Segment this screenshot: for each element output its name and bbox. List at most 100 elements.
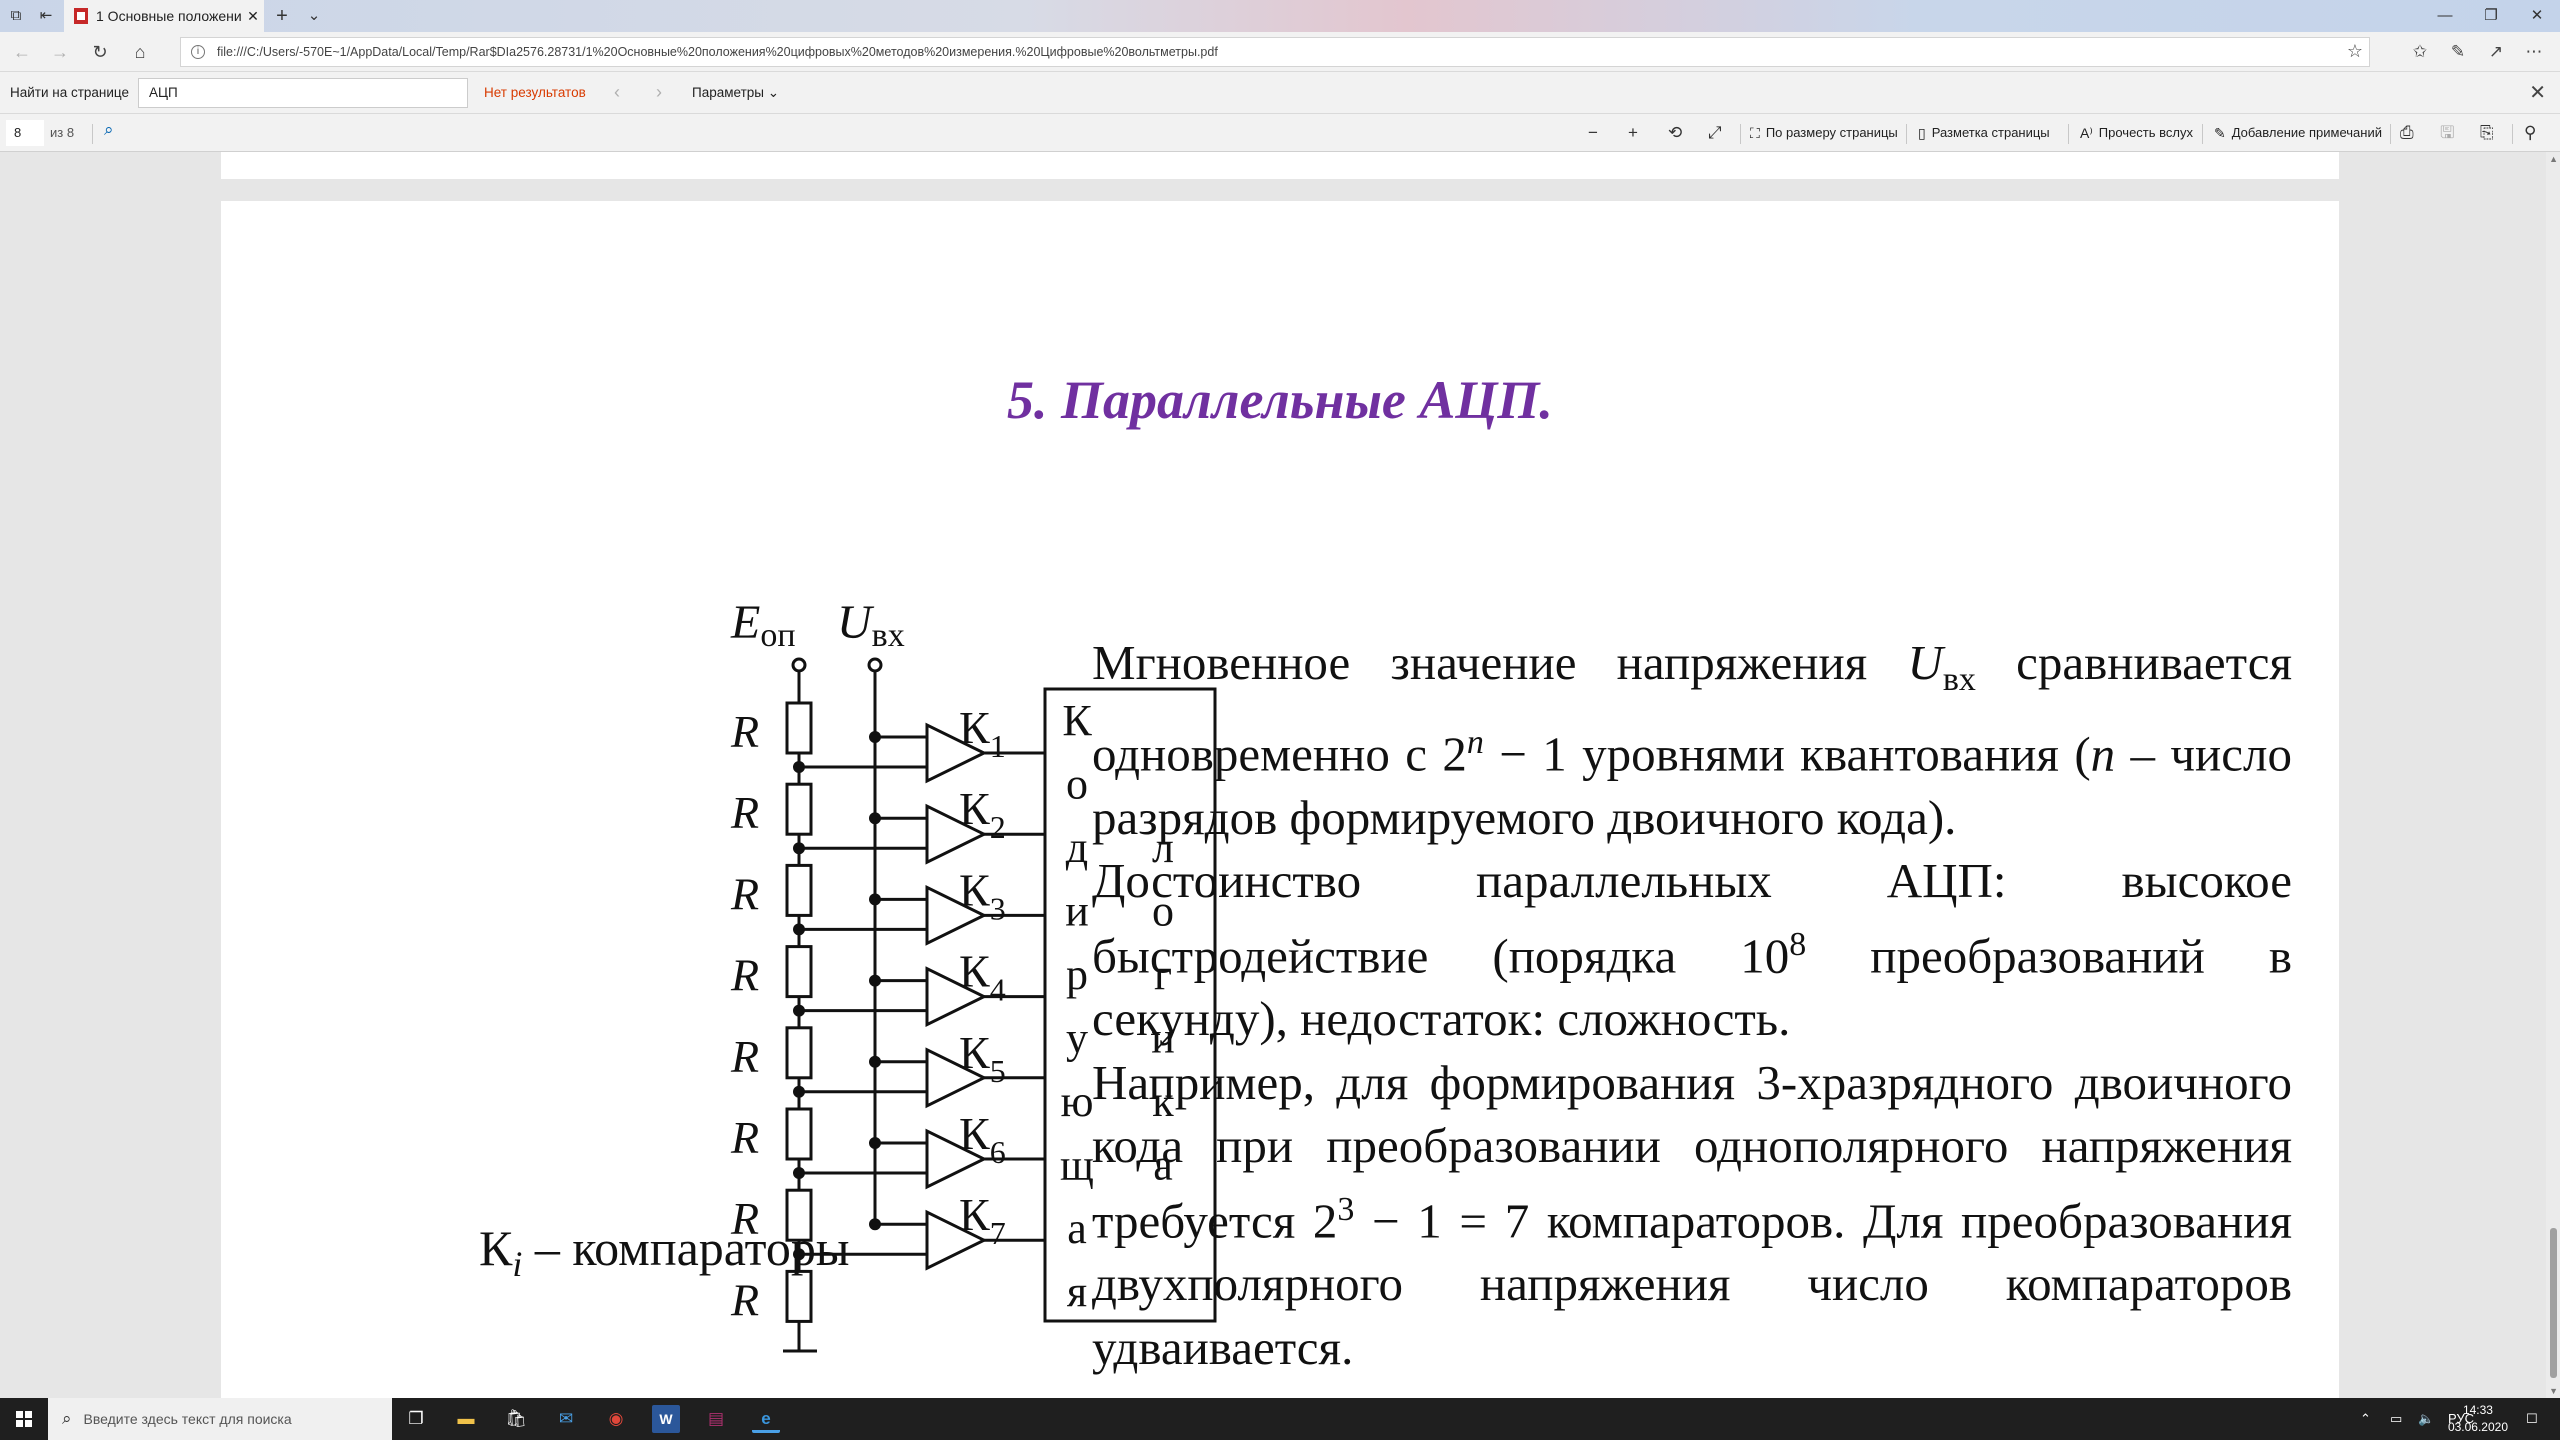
language-indicator[interactable]: РУС (2448, 1411, 2475, 1426)
logic-letter: щ (1060, 1141, 1094, 1190)
clock-time: 14:33 (2462, 1403, 2493, 1417)
resistor (785, 1026, 813, 1080)
find-label: Найти на странице (10, 85, 130, 100)
home-button[interactable]: ⌂ (134, 42, 146, 62)
scroll-down-icon[interactable]: ▼ (2549, 1386, 2558, 1396)
store-icon[interactable]: 🛍 (505, 1409, 527, 1428)
page-number-input[interactable]: 8 (6, 120, 44, 146)
add-notes-label: Добавление примечаний (2231, 125, 2382, 140)
scroll-up-icon[interactable]: ▲ (2549, 154, 2558, 164)
favorite-star-icon[interactable]: ☆ (2346, 41, 2363, 61)
scroll-thumb[interactable] (2550, 1228, 2557, 1378)
resistor-label: R (730, 950, 759, 1001)
add-notes-button[interactable]: ✎ Добавление примечаний (2214, 121, 2382, 145)
resistor (785, 701, 813, 755)
notifications-icon[interactable]: ☐ (2526, 1411, 2538, 1426)
page-layout-button[interactable]: ▯ Разметка страницы (1918, 121, 2050, 145)
set-aside-tabs-icon[interactable]: ⇤ (39, 7, 53, 24)
info-icon[interactable]: i (191, 45, 205, 59)
pdf-icon (74, 8, 88, 24)
find-close-icon[interactable]: ✕ (2529, 82, 2546, 104)
find-input[interactable]: АЦП (138, 78, 468, 108)
logic-letter: я (1067, 1268, 1087, 1317)
save-as-icon[interactable]: ⎘ (2480, 123, 2494, 142)
vertical-scrollbar[interactable]: ▲ ▼ (2546, 152, 2560, 1398)
tab-close-icon[interactable]: ✕ (247, 7, 259, 24)
find-prev-icon[interactable]: ‹ (614, 82, 620, 102)
zoom-in-icon[interactable]: + (1628, 123, 1638, 142)
winrar-icon[interactable]: ▤ (707, 1409, 725, 1428)
logic-letter: а (1067, 1204, 1087, 1253)
print-icon[interactable]: ⎙ (2400, 123, 2414, 142)
logic-letter: л (1152, 823, 1174, 872)
close-window-button[interactable]: ✕ (2530, 7, 2544, 24)
back-button[interactable]: ← (13, 42, 31, 62)
mail-icon[interactable]: ✉ (558, 1409, 574, 1428)
divider (92, 124, 93, 144)
logic-letter: д (1066, 823, 1088, 872)
forward-button[interactable]: → (51, 42, 69, 62)
tab-actions-icon[interactable]: ⧉ (10, 7, 22, 24)
fit-page-label: По размеру страницы (1765, 125, 1898, 140)
resistor-label: R (730, 1274, 759, 1325)
favorites-icon[interactable]: ✩ (2412, 42, 2428, 61)
windows-logo-icon (16, 1411, 32, 1427)
resistor-label: R (730, 1193, 759, 1244)
fullscreen-icon[interactable]: ⤢ (1708, 123, 1722, 142)
page-layout-label: Разметка страницы (1931, 125, 2050, 140)
restore-button[interactable]: ❐ (2484, 7, 2498, 24)
comparator-symbol (925, 966, 988, 1028)
comparator-symbol (925, 803, 988, 865)
resistor (785, 1269, 813, 1323)
url-text: file:///C:/Users/-570E~1/AppData/Local/T… (217, 45, 1218, 59)
tab-pdf[interactable]: 1 Основные положени ✕ (64, 0, 264, 32)
find-bar: Найти на странице АЦП Нет результатов ‹ … (0, 72, 2560, 114)
paragraph-1: Мгновенное значение напряжения Uвх сравн… (1092, 635, 2292, 845)
find-next-icon[interactable]: › (656, 82, 662, 102)
network-icon[interactable]: ▭ (2390, 1411, 2403, 1426)
search-placeholder: Введите здесь текст для поиска (83, 1411, 292, 1427)
rotate-icon[interactable]: ⟲ (1668, 123, 1683, 142)
notes-pen-icon[interactable]: ✎ (2450, 42, 2466, 61)
tray-chevron-icon[interactable]: ⌃ (2360, 1411, 2371, 1426)
read-aloud-button[interactable]: A⁾ Прочесть вслух (2080, 121, 2193, 145)
comparator-symbol (925, 884, 988, 946)
search-icon[interactable]: ⌕ (104, 120, 114, 139)
resistor (785, 1188, 813, 1242)
resistor-label: R (730, 706, 759, 757)
e-ref-terminal (791, 657, 807, 673)
new-tab-button[interactable]: + (276, 5, 288, 27)
edge-icon[interactable]: e (752, 1405, 780, 1433)
refresh-button[interactable]: ↻ (92, 42, 108, 62)
more-menu-icon[interactable]: ⋯ (2525, 42, 2543, 61)
resistor (785, 1107, 813, 1161)
volume-icon[interactable]: 🔈 (2418, 1411, 2435, 1426)
find-params-dropdown[interactable]: Параметры ⌄ (692, 85, 780, 100)
fit-page-button[interactable]: ⛶ По размеру страницы (1750, 121, 1898, 145)
resistor (785, 945, 813, 999)
file-explorer-icon[interactable]: ▬ (457, 1409, 475, 1428)
chrome-icon[interactable]: ◉ (608, 1409, 624, 1428)
zoom-out-icon[interactable]: − (1588, 123, 1598, 142)
comparator-symbol (925, 1128, 988, 1190)
resistor (785, 863, 813, 917)
pin-toolbar-icon[interactable]: ⚲ (2524, 123, 2537, 142)
save-icon[interactable]: 🖫 (2440, 123, 2455, 142)
logic-letter: у (1066, 1014, 1088, 1063)
taskbar-search[interactable]: ⌕ Введите здесь текст для поиска (48, 1398, 392, 1440)
e-ref-label: Eоп (730, 596, 796, 654)
start-button[interactable] (0, 1398, 48, 1440)
logic-letter: г (1154, 950, 1172, 999)
tab-menu-button[interactable]: ⌄ (307, 7, 321, 24)
clock[interactable]: 14:33 03.06.2020 (2448, 1402, 2508, 1436)
u-in-terminal (867, 657, 883, 673)
url-field[interactable]: i file:///C:/Users/-570E~1/AppData/Local… (180, 37, 2370, 67)
word-icon[interactable]: W (652, 1405, 680, 1433)
task-view-icon[interactable]: ❐ (408, 1409, 424, 1428)
logic-letter: а (1153, 1141, 1173, 1190)
minimize-button[interactable]: — (2437, 7, 2453, 24)
share-icon[interactable]: ↗ (2488, 42, 2504, 61)
